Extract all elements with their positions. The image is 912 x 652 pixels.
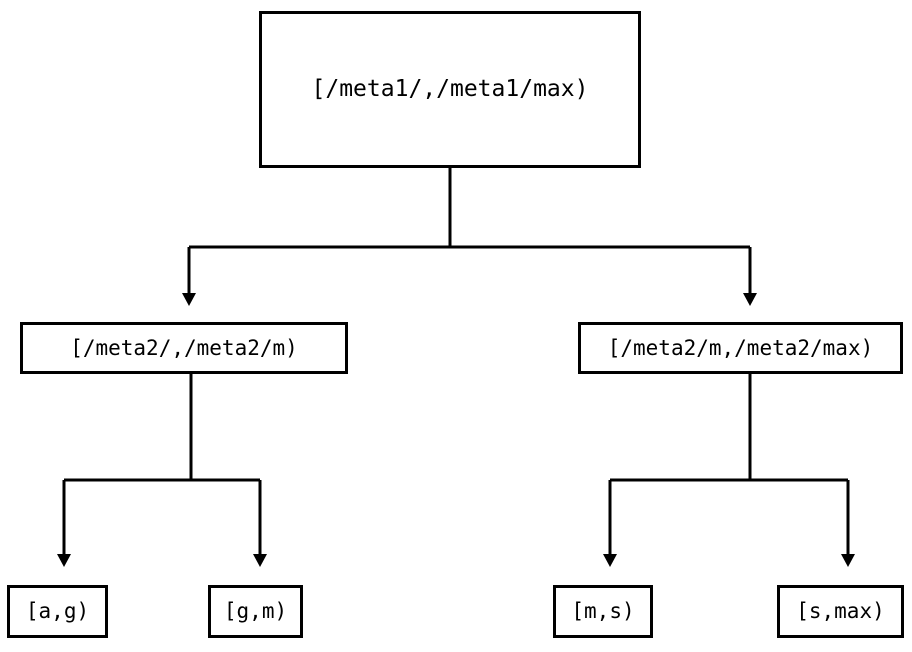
node-mid-left-label: [/meta2/,/meta2/m) [70, 335, 298, 360]
node-leaf-smax[interactable]: [s,max) [777, 585, 904, 638]
node-mid-right[interactable]: [/meta2/m,/meta2/max) [578, 322, 903, 374]
arrowhead-leaf-ms [603, 554, 617, 567]
node-mid-left[interactable]: [/meta2/,/meta2/m) [20, 322, 348, 374]
node-leaf-ms-label: [m,s) [571, 599, 635, 623]
arrowhead-mid-right [743, 293, 757, 306]
node-leaf-ms[interactable]: [m,s) [553, 585, 653, 638]
node-leaf-ag[interactable]: [a,g) [7, 585, 108, 638]
node-mid-right-label: [/meta2/m,/meta2/max) [607, 335, 874, 360]
arrowhead-leaf-ag [57, 554, 71, 567]
arrowhead-leaf-smax [841, 554, 855, 567]
arrowhead-leaf-gm [253, 554, 267, 567]
arrowhead-mid-left [182, 293, 196, 306]
node-leaf-smax-label: [s,max) [796, 599, 885, 623]
node-leaf-ag-label: [a,g) [25, 599, 90, 623]
node-leaf-gm[interactable]: [g,m) [208, 585, 303, 638]
node-root-label: [/meta1/,/meta1/max) [311, 76, 589, 102]
node-root[interactable]: [/meta1/,/meta1/max) [259, 11, 641, 168]
node-leaf-gm-label: [g,m) [223, 599, 288, 623]
